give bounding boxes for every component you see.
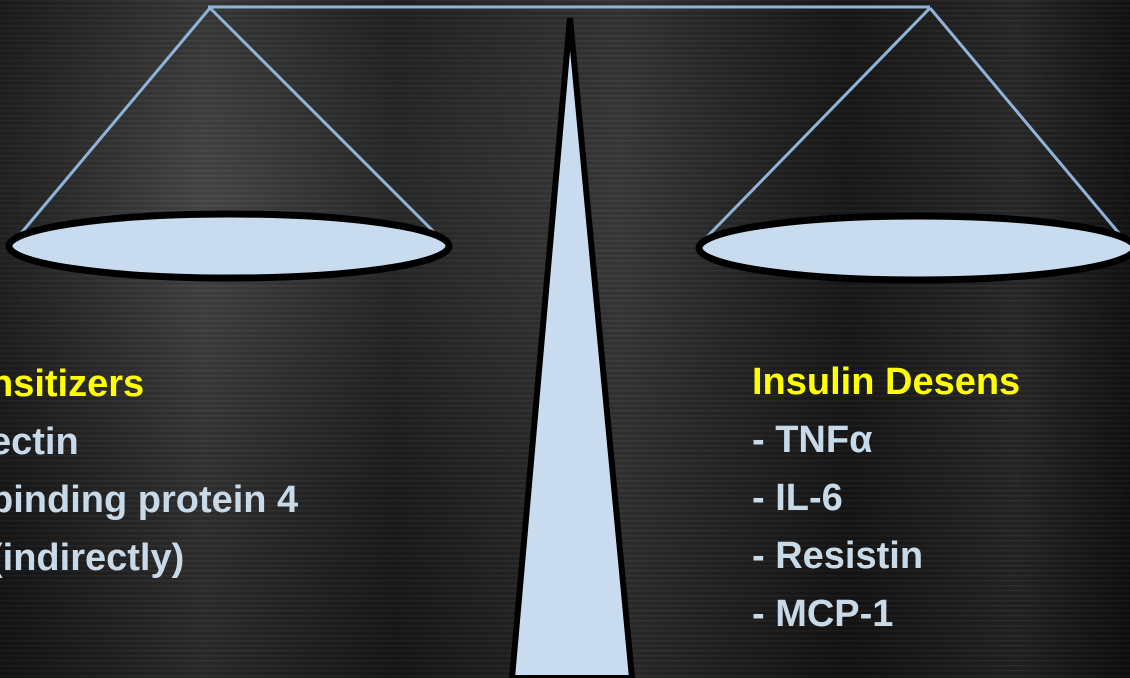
right-item-4: - MCP-1: [752, 585, 1020, 643]
left-pan: [9, 214, 449, 278]
left-item-1: ectin: [0, 413, 298, 471]
left-item-2: binding protein 4: [0, 471, 298, 529]
right-heading: Insulin Desens: [752, 353, 1020, 411]
right-item-2: - IL-6: [752, 469, 1020, 527]
left-pan-string-right: [210, 8, 446, 244]
insulin-sensitizers-list: nsitizers ectin binding protein 4 (indir…: [0, 355, 298, 587]
right-pan-string-left: [700, 8, 930, 244]
scale-pillar: [512, 18, 632, 678]
insulin-desensitizers-list: Insulin Desens - TNFα - IL-6 - Resistin …: [752, 353, 1020, 643]
right-item-3: - Resistin: [752, 527, 1020, 585]
right-pan: [699, 216, 1130, 280]
right-item-1: - TNFα: [752, 411, 1020, 469]
left-heading: nsitizers: [0, 355, 298, 413]
left-item-3: (indirectly): [0, 529, 298, 587]
left-pan-string-left: [12, 8, 210, 244]
right-pan-string-right: [930, 8, 1128, 244]
